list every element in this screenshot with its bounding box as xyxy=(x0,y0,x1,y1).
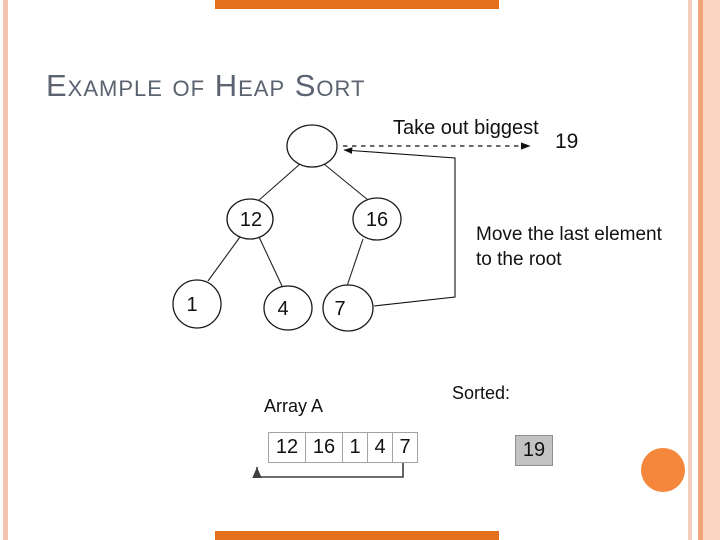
node-12-label: 12 xyxy=(240,209,262,231)
node-12-circle xyxy=(226,198,274,240)
array-a-label: Array A xyxy=(264,396,324,416)
left-edge-stripe xyxy=(3,0,8,540)
node-root-circle xyxy=(286,124,338,168)
node-16-label: 16 xyxy=(366,209,388,231)
edge-12-4 xyxy=(258,236,283,287)
node-1-label: 1 xyxy=(186,294,197,316)
right-edge-stripe-orange xyxy=(698,0,703,540)
sorted-label: Sorted: xyxy=(452,383,511,403)
array-cell: 4 xyxy=(367,432,393,463)
bottom-accent-bar xyxy=(215,531,499,540)
edge-12-1 xyxy=(207,236,241,282)
tree-nodes: 12 16 1 4 7 xyxy=(172,124,402,332)
node-7-label: 7 xyxy=(334,298,345,320)
move-last-element-note: Move the last element to the root xyxy=(476,222,662,272)
array-wrap-arrow xyxy=(252,463,404,479)
top-accent-bar xyxy=(215,0,499,9)
array-a-row: 12 16 1 4 7 xyxy=(268,432,418,463)
right-edge-stripe-pink xyxy=(688,0,692,540)
move-note-line2: to the root xyxy=(476,249,562,270)
take-out-biggest-label: Take out biggest xyxy=(393,117,539,139)
node-4-circle xyxy=(263,285,313,331)
array-cell: 12 xyxy=(268,432,306,463)
move-note-line1: Move the last element xyxy=(476,224,662,245)
right-edge-stripe-peach xyxy=(703,0,720,540)
array-cell: 1 xyxy=(342,432,368,463)
edge-root-12 xyxy=(257,163,301,202)
node-16-circle xyxy=(352,197,402,241)
edge-root-16 xyxy=(323,163,369,201)
slide-title: Example of Heap Sort xyxy=(46,68,366,103)
node-1-circle xyxy=(172,279,222,329)
move-to-root-arrow xyxy=(343,147,456,307)
array-cell: 7 xyxy=(392,432,418,463)
node-4-label: 4 xyxy=(277,298,288,320)
array-cell: 16 xyxy=(305,432,343,463)
node-7-circle xyxy=(322,284,374,332)
page-number-circle xyxy=(641,448,685,492)
sorted-value-box: 19 xyxy=(515,435,553,466)
taken-out-value: 19 xyxy=(555,130,579,153)
edge-16-7 xyxy=(346,238,364,287)
tree-edges xyxy=(207,163,369,287)
